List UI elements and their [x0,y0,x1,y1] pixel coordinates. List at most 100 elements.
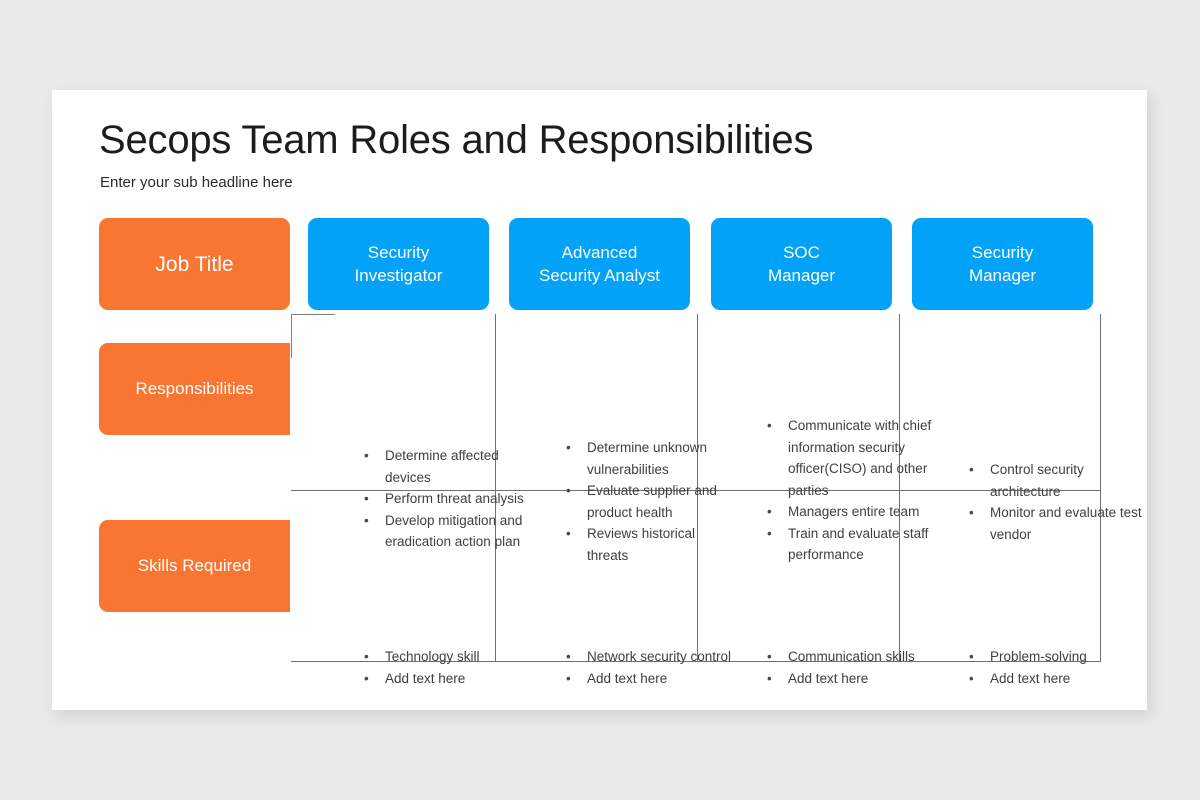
bullet-glyph-icon: • [969,649,974,664]
header-card-soc-manager[interactable]: SOC Manager [711,218,892,310]
header-card-job-title[interactable]: Job Title [99,218,290,310]
slide-canvas: Secops Team Roles and Responsibilities E… [52,90,1147,710]
table-cell-skills-security-investigator: • Technology skill • Add text here [363,646,538,689]
bullet-item: • Evaluate supplier and product health [565,480,740,523]
table-cell-skills-security-manager: • Problem-solving • Add text here [968,646,1148,689]
bullet-item: • Network security control [565,646,740,668]
grid-column-divider-1 [495,314,496,662]
bullet-item: • Problem-solving [968,646,1148,668]
page-subtitle: Enter your sub headline here [100,174,293,191]
bullet-glyph-icon: • [364,448,369,463]
bullet-item: • Communicate with chief information secu… [766,415,941,501]
header-card-line1: SOC [783,243,820,262]
bullet-glyph-icon: • [767,504,772,519]
header-card-line1: Security [367,243,430,262]
bullet-text: Reviews historical threats [587,526,696,563]
grid-column-divider-2 [697,314,698,662]
bullet-item: • Technology skill [363,646,538,668]
bullet-item: • Add text here [363,668,538,690]
page-title: Secops Team Roles and Responsibilities [99,118,814,162]
grid-row-divider [291,490,1101,491]
bullet-text: Problem-solving [990,649,1087,664]
row-label-responsibilities[interactable]: Responsibilities [99,343,290,435]
bullet-glyph-icon: • [767,670,772,686]
bullet-list: • Determine affected devices •Perform thre… [363,445,538,553]
table-cell-responsibilities-soc-manager: • Communicate with chief information secu… [766,415,941,566]
header-card-row: Job Title Security Investigator Advanced… [99,218,1099,310]
table-cell-skills-advanced-security-analyst: • Network security control • Add text here [565,646,740,689]
bullet-text: Monitor and evaluate test vendor [990,505,1142,542]
bullet-list: • Communicate with chief information secu… [766,415,941,566]
table-cell-skills-soc-manager: • Communication skills • Add text here [766,646,941,689]
table-cell-responsibilities-advanced-security-analyst: • Determine unknown vulnerabilities • Evalu… [565,437,740,566]
header-card-line2: Security Analyst [539,266,660,285]
header-card-advanced-security-analyst[interactable]: Advanced Security Analyst [509,218,690,310]
grid-bottom-border [291,661,1101,662]
bullet-glyph-icon: • [566,670,571,686]
bullet-item: • Train and evaluate staff performance [766,523,941,566]
bullet-text: Add text here [385,670,466,686]
bullet-text: Train and evaluate staff performance [788,525,929,563]
bullet-text: Evaluate supplier and product health [587,483,717,520]
bullet-text: Determine affected devices [385,448,499,485]
bullet-item: • Monitor and evaluate test vendor [968,502,1148,545]
bullet-text: Determine unknown vulnerabilities [587,440,708,477]
bullet-glyph-icon: • [566,483,571,498]
header-card-line2: Investigator [354,266,443,285]
bullet-item: • Reviews historical threats [565,523,740,566]
table-grid [291,314,1101,662]
bullet-list: • Technology skill • Add text here [363,646,538,689]
bullet-glyph-icon: • [969,462,974,477]
row-label-skills-required[interactable]: Skills Required [99,520,290,612]
bullet-text: Add text here [587,670,668,686]
grid-left-border-stub [291,314,292,358]
grid-column-divider-4 [1100,314,1101,662]
bullet-item: • Managers entire team [766,501,941,523]
bullet-item: • Add text here [968,668,1148,690]
bullet-item: • Add text here [565,668,740,690]
bullet-list: • Problem-solving • Add text here [968,646,1148,689]
grid-top-border-stub [291,314,335,315]
table-cell-responsibilities-security-manager: • Control security architecture • Monitor a… [968,459,1148,545]
bullet-text: Add text here [788,670,869,686]
bullet-item: • Determine unknown vulnerabilities [565,437,740,480]
bullet-glyph-icon: • [969,505,974,520]
header-card-line2: Manager [968,266,1037,285]
bullet-glyph-icon: • [364,670,369,686]
bullet-item: • Add text here [766,668,941,690]
bullet-glyph-icon: • [969,670,974,686]
bullet-glyph-icon: • [566,526,571,541]
header-card-line2: Manager [767,266,836,285]
header-card-security-manager[interactable]: Security Manager [912,218,1093,310]
bullet-item: • Develop mitigation and eradication acti… [363,510,538,553]
bullet-item: • Determine affected devices [363,445,538,488]
header-card-security-investigator[interactable]: Security Investigator [308,218,489,310]
bullet-text: Communication skills [788,649,915,664]
grid-column-divider-3 [899,314,900,662]
bullet-item: • Control security architecture [968,459,1148,502]
bullet-glyph-icon: • [364,512,369,528]
bullet-text: Control security architecture [990,462,1084,499]
bullet-text: Add text here [990,670,1071,686]
bullet-text: Communicate with chief information secur… [788,418,932,498]
header-card-line1: Security [971,243,1034,262]
bullet-list: • Network security control • Add text here [565,646,740,689]
bullet-glyph-icon: • [566,649,571,664]
bullet-glyph-icon: • [566,440,571,455]
bullet-glyph-icon: • [364,491,369,506]
bullet-list: • Control security architecture • Monitor a… [968,459,1148,545]
bullet-list: • Determine unknown vulnerabilities • Evalu… [565,437,740,566]
bullet-text: Technology skill [385,649,480,664]
bullet-text: Develop mitigation and eradication actio… [385,512,523,550]
bullet-list: • Communication skills • Add text here [766,646,941,689]
bullet-item: • Communication skills [766,646,941,668]
bullet-glyph-icon: • [767,525,772,541]
bullet-text: Network security control [587,649,732,664]
bullet-glyph-icon: • [767,418,772,433]
bullet-glyph-icon: • [364,649,369,664]
bullet-glyph-icon: • [767,649,772,664]
bullet-item: •Perform threat analysis [363,488,538,510]
bullet-text: Managers entire team [788,504,920,519]
header-card-line1: Advanced [561,243,638,262]
